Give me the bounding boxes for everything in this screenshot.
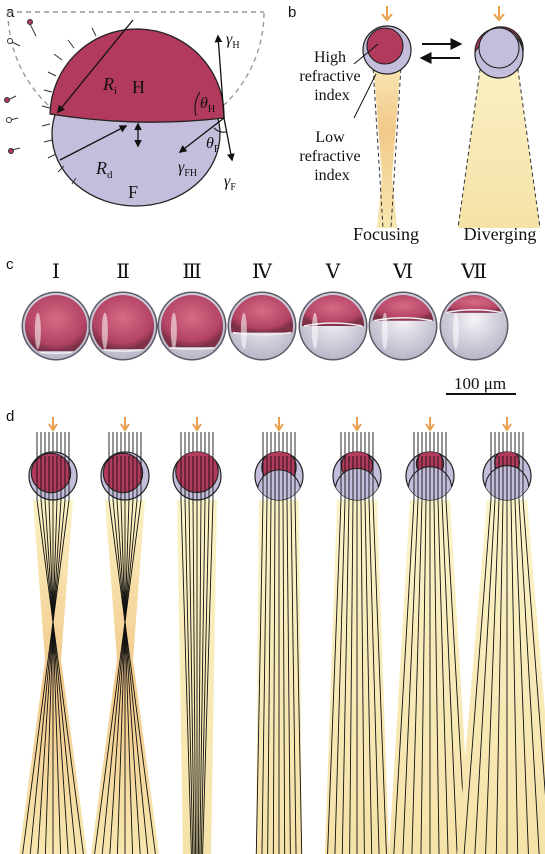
gamma-h-label: γH: [226, 31, 240, 51]
light-arrow-icon: [121, 417, 129, 430]
droplet-micrograph-4: Ⅳ: [228, 261, 297, 361]
droplet-highlight: [35, 313, 41, 349]
panel-label-d: d: [6, 408, 14, 425]
ray-diagram-5: [325, 417, 389, 854]
panel-a: a: [5, 4, 265, 206]
droplet-micrograph-5: Ⅴ: [299, 261, 368, 361]
focusing-drop-h: [367, 28, 403, 64]
gamma-f-vector: [224, 118, 232, 160]
diverging-drop-f: [479, 28, 519, 68]
droplet-h-phase: [300, 293, 366, 326]
stage-numeral: Ⅰ: [52, 261, 60, 283]
droplet-micrograph-2: Ⅱ: [89, 261, 158, 361]
high-ri-label: High refractive index: [299, 49, 364, 104]
scale-bar-label: 100 μm: [454, 374, 506, 393]
droplet-micrograph-1: Ⅰ: [22, 261, 91, 361]
focusing-label: Focusing: [353, 224, 419, 244]
droplet-h-phase: [229, 293, 295, 333]
stage-numeral: Ⅳ: [252, 261, 273, 283]
ray-diagram-6: [389, 417, 471, 854]
panel-b: b High refractive index Low refract: [288, 4, 540, 244]
droplet-h-phase: [370, 293, 436, 321]
stage-numeral: Ⅵ: [392, 261, 413, 283]
light-arrow-icon: [503, 417, 511, 430]
droplet-highlight: [453, 313, 459, 349]
light-arrow-icon: [353, 417, 361, 430]
stage-numeral: Ⅱ: [116, 261, 130, 283]
droplet-highlight: [171, 313, 177, 349]
light-arrow-icon: [426, 417, 434, 430]
light-arrow-icon: [49, 417, 57, 430]
panel-d: d: [6, 408, 545, 854]
stage-numeral: Ⅴ: [325, 261, 341, 283]
ray-diagram-3: [173, 417, 221, 854]
panel-c: c 100 μm Ⅰ Ⅱ Ⅲ Ⅳ Ⅴ Ⅵ Ⅶ: [6, 256, 516, 394]
low-ri-label: Low refractive index: [299, 129, 364, 184]
hydrocarbon-phase: [50, 29, 224, 122]
stage-numeral: Ⅲ: [182, 261, 201, 283]
gamma-f-label: γF: [224, 173, 236, 193]
ray-diagram-7: [457, 417, 545, 854]
light-arrow-diverging-icon: [494, 6, 504, 20]
droplet-highlight: [241, 313, 247, 349]
light-arrow-focusing-icon: [382, 6, 392, 20]
droplet-highlight: [312, 313, 318, 349]
droplet-highlight: [382, 313, 388, 349]
droplet-micrograph-3: Ⅲ: [158, 261, 227, 361]
droplet-micrograph-6: Ⅵ: [369, 261, 438, 361]
light-arrow-icon: [275, 417, 283, 430]
ray-diagram-4: [255, 417, 303, 854]
beam-envelope: [457, 500, 545, 854]
panel-label-c: c: [6, 256, 14, 273]
stage-numeral: Ⅶ: [460, 261, 487, 283]
droplet-highlight: [102, 313, 108, 349]
light-arrow-icon: [193, 417, 201, 430]
phase-h-label: H: [132, 77, 145, 97]
diverging-label: Diverging: [464, 224, 537, 244]
phase-f-label: F: [128, 182, 138, 202]
panel-label-b: b: [288, 4, 296, 21]
droplet-micrograph-7: Ⅶ: [440, 261, 509, 361]
ray-diagram-2: [91, 417, 159, 854]
ray-diagram-1: [19, 417, 87, 854]
